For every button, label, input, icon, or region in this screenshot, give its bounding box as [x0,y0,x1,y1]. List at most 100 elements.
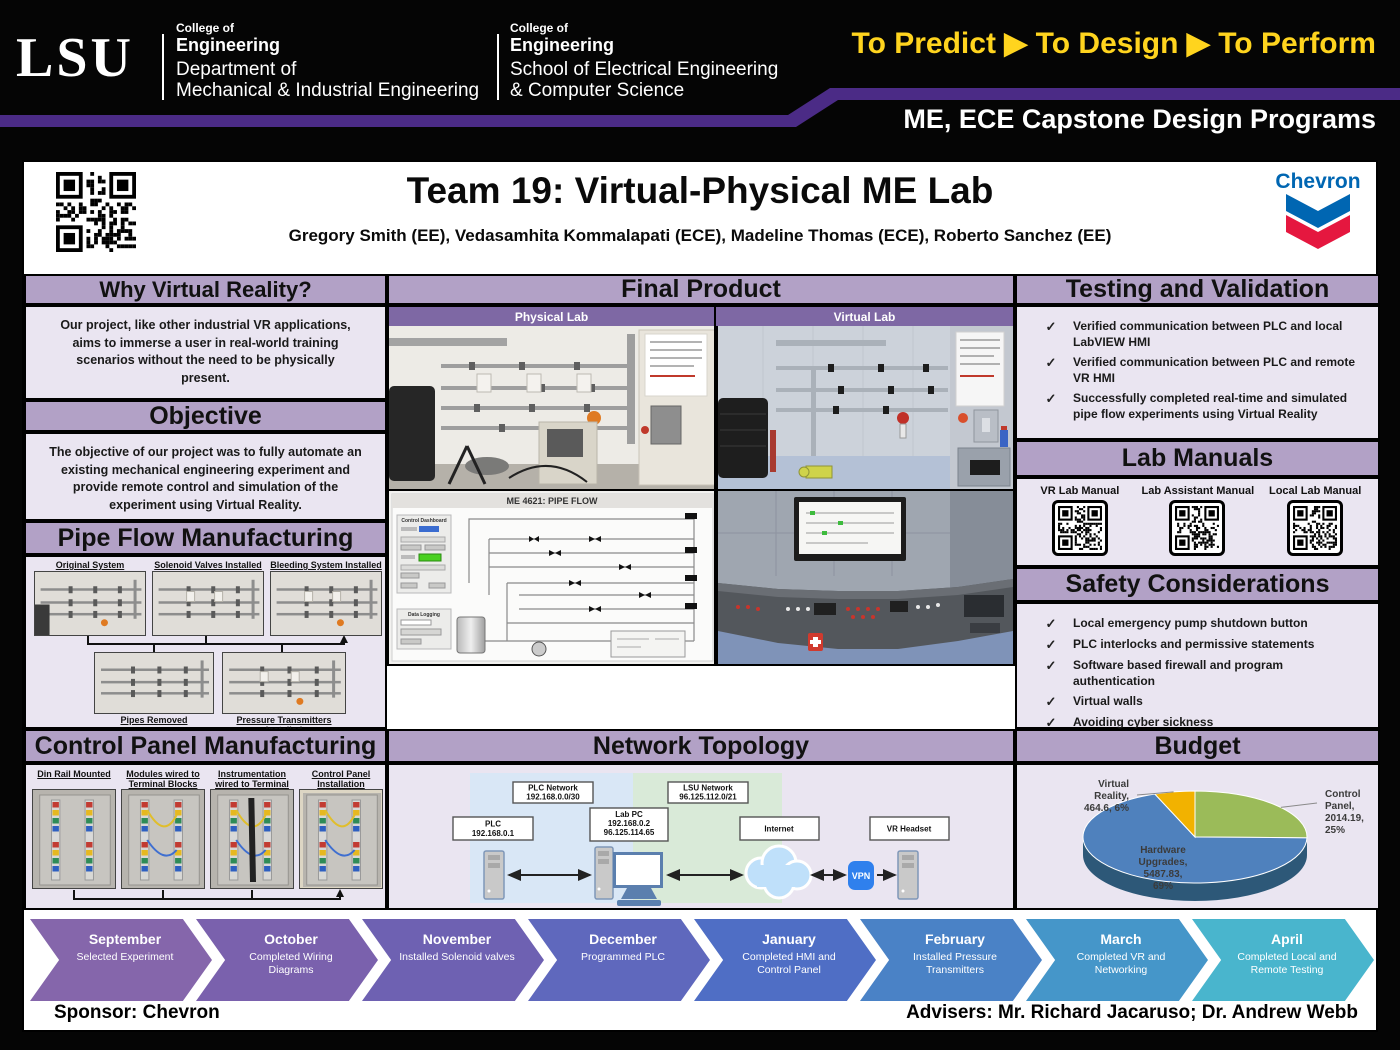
safety-item-row: ✓Avoiding cyber sickness [1017,715,1378,736]
qr-code [1169,500,1226,556]
svg-text:Chevron: Chevron [1275,170,1360,193]
timeline-month: September [88,931,162,947]
checkmark-icon: ✓ [1045,319,1057,334]
timeline-item: January Completed HMI and Control Panel [694,919,876,1001]
svg-text:2014.19,: 2014.19, [1325,813,1364,824]
svg-text:5487.83,: 5487.83, [1144,869,1183,880]
timeline-month: February [925,931,985,947]
lsu-logo: LSU [16,27,134,89]
timeline-month: April [1271,931,1303,947]
section-title: Pipe Flow Manufacturing [57,523,354,552]
photo-thumbnail [299,789,383,889]
checkmark-icon: ✓ [1045,391,1057,407]
section-title: Lab Manuals [1121,444,1274,472]
testing-item-row: ✓ Successfully completed real-time and si… [1017,391,1378,427]
section-title: Budget [1154,731,1241,760]
timeline-month: November [422,931,492,947]
school-line2: & Computer Science [510,79,685,101]
photo-label: Modules wired to Terminal Blocks [126,769,200,790]
lab-pc-icon [594,846,663,906]
svg-text:25%: 25% [1325,825,1345,836]
timeline-month: December [589,931,657,947]
photo-label: Bleeding System Installed [270,560,382,570]
timeline-item: March Completed VR and Networking [1026,919,1208,1001]
network-topology-diagram: PLC Network 192.168.0.0/30 LSU Network 9… [387,763,1015,910]
plc-server-icon [483,850,505,900]
page-header: LSU College of Engineering Department of… [0,0,1400,160]
safety-item-row: ✓PLC interlocks and permissive statement… [1017,637,1378,658]
svg-text:Lab PC: Lab PC [615,810,643,819]
safety-item-row: ✓Virtual walls [1017,694,1378,715]
photo-thumbnail [94,652,214,714]
node-label-boxes: PLC 192.168.0.1 Lab PC 192.168.0.2 96.12… [452,807,950,842]
virtual-lab-label: Virtual Lab [716,307,1013,326]
photo-thumbnail [222,652,346,714]
safety-item-row: ✓Software based firewall and program aut… [1017,658,1378,694]
testing-item-text: Successfully completed real-time and sim… [1073,391,1348,421]
photo-thumbnail [210,789,294,889]
engineering-label: Engineering [510,35,615,56]
poster-sheet: Team 19: Virtual-Physical ME Lab Gregory… [22,160,1380,1032]
school-line1: School of Electrical Engineering [510,58,779,80]
photo-thumbnail [34,571,146,636]
motto-text: To Predict ▶ To Design ▶ To Perform [851,27,1376,60]
section-header-testing: Testing and Validation [1015,274,1380,305]
divider [497,34,499,100]
svg-text:96.125.112.0/21: 96.125.112.0/21 [679,793,737,802]
photo-label: Solenoid Valves Installed [154,560,262,570]
timeline-desc: Selected Experiment [76,951,174,963]
section-header-budget: Budget [1015,729,1380,763]
manual-label: Local Lab Manual [1268,485,1362,497]
dept-line2: Mechanical & Industrial Engineering [176,79,480,101]
section-title: Safety Considerations [1065,570,1330,598]
svg-text:Control: Control [1325,789,1361,800]
brand-ece: College of Engineering School of Electri… [510,21,779,101]
testing-item-row: ✓Verified communication between PLC and … [1017,319,1378,355]
photo-thumbnail [121,789,205,889]
left-column: Why Virtual Reality? Our project, like o… [24,274,387,910]
section-header-safety: Safety Considerations [1015,567,1380,602]
zone-label-boxes: PLC Network 192.168.0.0/30 LSU Network 9… [512,781,749,804]
section-header-control-panel: Control Panel Manufacturing [24,729,387,763]
photo-thumbnail [152,571,264,636]
timeline-month: January [762,931,816,947]
labview-hmi-screenshot: ME 4621: PIPE FLOW Control Dashboard Dat… [389,489,716,664]
checkmark-icon: ✓ [1045,715,1057,731]
timeline-month: March [1100,931,1142,947]
section-header-pipe-flow: Pipe Flow Manufacturing [24,521,387,555]
lab-manuals-body: VR Lab Manual Lab Assistant Manual Local… [1015,477,1380,567]
label: Physical Lab [514,309,589,324]
vpn-badge: VPN [848,861,874,890]
section-header-objective: Objective [24,400,387,432]
chevron-logo: Chevron [1275,170,1361,249]
timeline-desc: Installed Solenoid valves [399,951,515,963]
timeline-item: December Programmed PLC [528,919,710,1001]
timeline-desc: Completed VR and Networking [1076,951,1166,977]
dept-line1: Department of [176,58,297,80]
advisers-line: Advisers: Mr. Richard Jacaruso; Dr. Andr… [906,1002,1358,1023]
testing-checklist: ✓Verified communication between PLC and … [1015,305,1380,440]
checkmark-icon: ✓ [1045,616,1057,631]
svg-text:96.125.114.65: 96.125.114.65 [604,828,655,837]
svg-text:PLC: PLC [485,820,501,829]
timeline-month: October [264,931,318,947]
objective-text: The objective of our project was to full… [49,445,362,512]
svg-text:Internet: Internet [764,825,794,834]
svg-text:Data Logging: Data Logging [408,612,440,618]
timeline-item: September Selected Experiment [30,919,212,1001]
timeline-desc: Completed Wiring Diagrams [249,951,333,977]
section-title: Objective [149,401,262,430]
objective-body: The objective of our project was to full… [24,432,387,521]
svg-text:192.168.0.0/30: 192.168.0.0/30 [526,793,580,802]
safety-checklist: ✓Local emergency pump shutdown button✓PL… [1015,602,1380,730]
manual-label: VR Lab Manual [1040,485,1120,497]
why-vr-text: Our project, like other industrial VR ap… [60,318,351,385]
photo-label: Original System [55,560,125,570]
qr-code [1051,500,1108,556]
section-title: Control Panel Manufacturing [34,731,377,760]
timeline-item: October Completed Wiring Diagrams [196,919,378,1001]
timeline-desc: Completed Local and Remote Testing [1237,951,1337,977]
